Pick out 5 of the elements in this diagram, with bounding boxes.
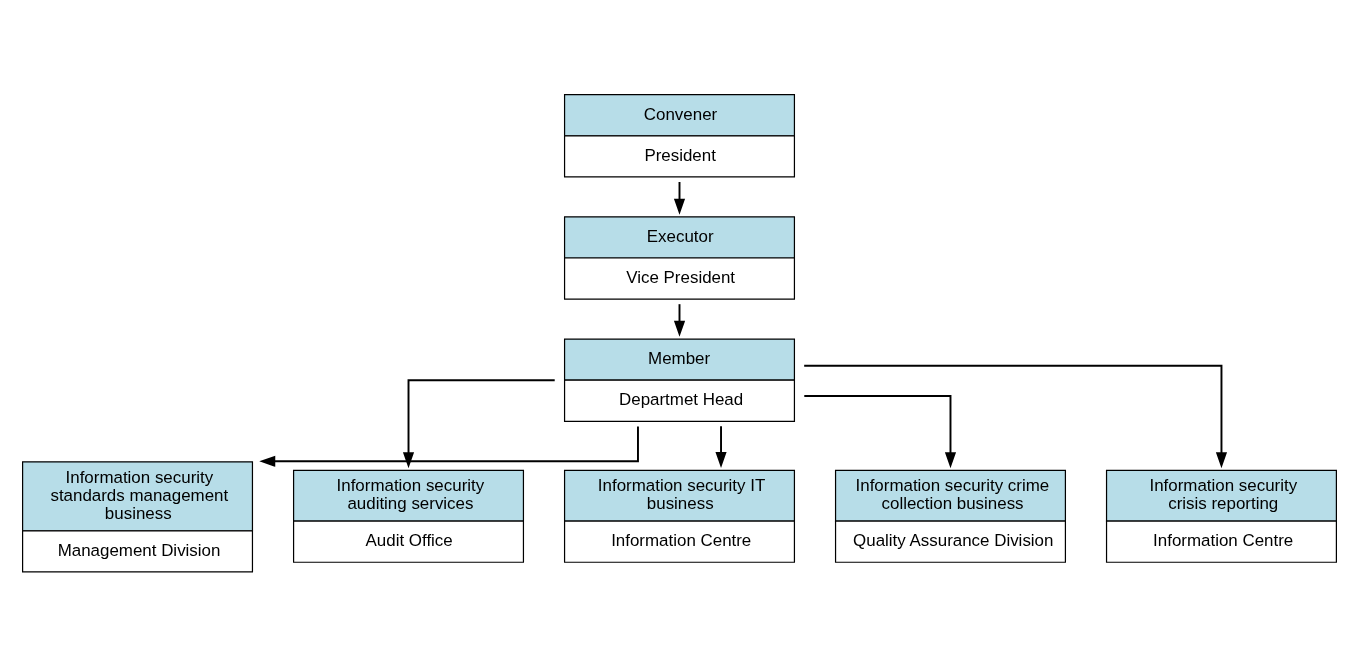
arrow	[803, 394, 957, 469]
arrow	[259, 425, 639, 467]
arrow	[803, 364, 1228, 469]
arrow	[402, 379, 556, 469]
arrow	[715, 425, 727, 469]
